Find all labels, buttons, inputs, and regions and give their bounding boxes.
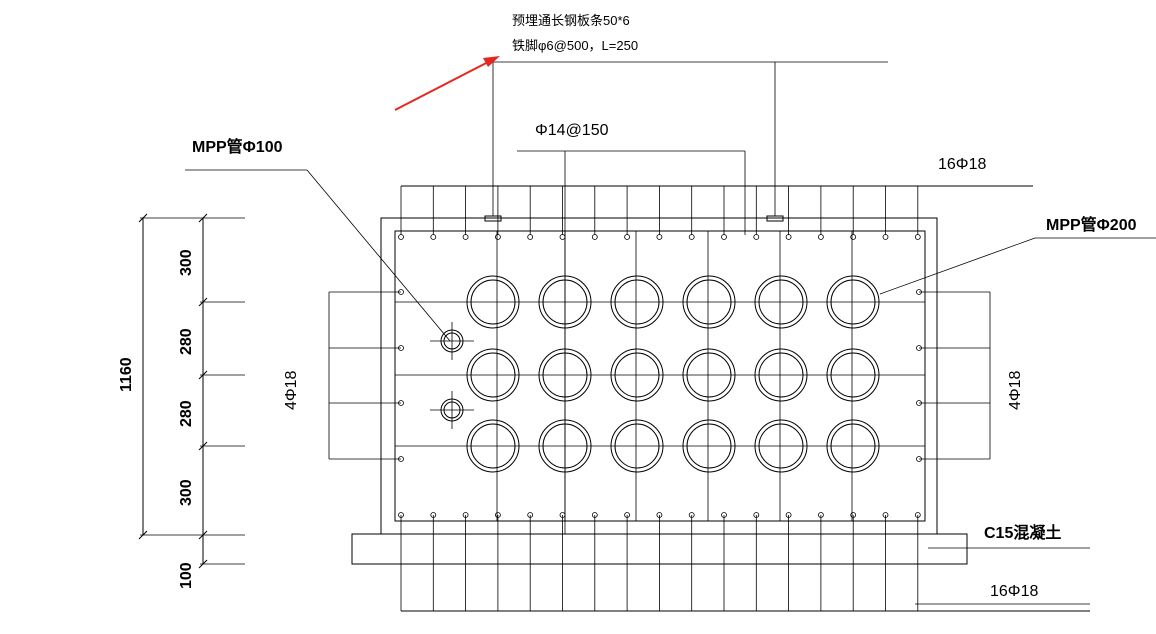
pipe-small-label: MPP管Φ100 [192, 137, 283, 156]
top-rebar-label: 16Φ18 [938, 156, 986, 173]
mpp-pipe-200-inner-r2c2 [614, 423, 660, 469]
rebar-dot-bottom-12 [785, 512, 792, 518]
rebar-dot-top-8 [656, 234, 663, 240]
mpp-pipe-200-outer-r2c3 [682, 419, 736, 473]
mpp-pipe-200-inner-r0c3 [686, 279, 732, 325]
dimension-segment-2: 280 [178, 328, 195, 355]
embedded-plate-label: 预埋通长钢板条50*6 [512, 13, 630, 28]
mpp-pipe-200-outer-r0c5 [826, 275, 880, 329]
mpp-pipe-200-outer-r1c3 [682, 348, 736, 402]
rebar-dot-top-0 [398, 234, 404, 240]
rebar-dot-top-13 [818, 234, 824, 240]
rebar-dot-bottom-8 [656, 512, 663, 518]
mpp-pipe-200-inner-r0c5 [830, 279, 876, 325]
rebar-dot-right-1 [916, 345, 922, 351]
mpp-pipe-200-inner-r0c2 [614, 279, 660, 325]
stirrup-lines [400, 186, 919, 611]
rebar-dot-bottom-10 [721, 512, 727, 518]
mpp-pipe-200-inner-r1c0 [470, 352, 516, 398]
rebar-dot-top-5 [559, 234, 566, 240]
rebar-dot-top-16 [914, 234, 921, 240]
rebar-dot-bottom-6 [591, 512, 598, 518]
rebar-dot-left-1 [398, 345, 404, 351]
right-side-rebar-leaders [919, 291, 991, 460]
rebar-dot-bottom-15 [882, 512, 889, 518]
rebar-dot-bottom-14 [850, 512, 857, 518]
mpp-pipe-100-b [430, 391, 474, 429]
rebar-dot-top-6 [591, 234, 598, 240]
rebar-dot-top-9 [688, 234, 695, 240]
mpp-pipe-200-outer-r2c0 [466, 419, 520, 473]
rebar-dot-bottom-9 [688, 512, 695, 518]
rebar-dot-top-15 [882, 234, 889, 240]
mpp-pipe-200-outer-r0c2 [610, 275, 664, 329]
iron-foot-label: 铁脚φ6@500，L=250 [512, 38, 638, 53]
rebar-cage-outline [394, 230, 926, 522]
concrete-label: C15混凝土 [984, 523, 1061, 542]
mpp-pipe-200-inner-r2c0 [470, 423, 516, 469]
rebar-dot-right-3 [916, 456, 922, 462]
rebar-dot-top-14 [850, 234, 857, 240]
rebar-dot-top-3 [494, 234, 501, 240]
rebar-dot-top-10 [721, 234, 727, 240]
dimension-segment-4: 300 [178, 479, 195, 506]
mpp-pipe-200-inner-r1c5 [830, 352, 876, 398]
rebar-dot-bottom-3 [494, 512, 501, 518]
rebar-dot-bottom-0 [398, 512, 404, 518]
dimension-segment-3: 280 [178, 400, 195, 427]
mpp-pipe-200-outer-r0c0 [466, 275, 520, 329]
mpp-pipe-200-outer-r2c5 [826, 419, 880, 473]
bottom-rebar-label: 16Φ18 [990, 583, 1038, 600]
rebar-dot-right-0 [916, 289, 922, 295]
rebar-dot-top-12 [785, 234, 792, 240]
dimension-chain [138, 213, 245, 569]
rebar-dot-top-1 [430, 234, 437, 240]
mpp-pipe-200-inner-r1c2 [614, 352, 660, 398]
row-lines [395, 301, 925, 447]
mpp-pipe-200-outer-r1c2 [610, 348, 664, 402]
rebar-dot-top-11 [753, 234, 760, 240]
pipe-large-label: MPP管Φ200 [1046, 215, 1137, 234]
rebar-dot-bottom-2 [462, 512, 469, 518]
red-pointer-arrow [394, 56, 500, 111]
mpp-pipe-200-outer-r0c3 [682, 275, 736, 329]
mpp-pipe-200-inner-r2c3 [686, 423, 732, 469]
mpp-pipe-200-outer-r1c0 [466, 348, 520, 402]
rebar-dot-bottom-7 [624, 512, 630, 518]
mpp-pipe-200-inner-r2c5 [830, 423, 876, 469]
rebar-dot-bottom-1 [430, 512, 437, 518]
mpp-pipe-200-inner-r1c3 [686, 352, 732, 398]
mpp-pipe-200-inner-r0c4 [758, 279, 804, 325]
dimension-total: 1160 [118, 357, 135, 392]
rebar-dot-top-7 [624, 234, 630, 240]
rebar-dot-left-0 [398, 289, 404, 295]
rebar-dot-bottom-4 [527, 512, 534, 518]
mpp-pipes-200 [466, 275, 880, 473]
dimension-base: 100 [178, 562, 195, 589]
rebar-dot-left-3 [398, 456, 404, 462]
mpp-pipe-200-outer-r1c4 [754, 348, 808, 402]
side-rebar-right-label: 4Φ18 [1007, 370, 1024, 410]
left-side-rebar-leaders [328, 291, 401, 460]
mpp-pipe-200-outer-r2c4 [754, 419, 808, 473]
rebar-dot-bottom-13 [818, 512, 824, 518]
rebar-dot-top-2 [462, 234, 469, 240]
mpp-pipe-100-a [430, 322, 474, 360]
rebar-dot-right-2 [916, 400, 922, 406]
rebar-dot-bottom-16 [914, 512, 921, 518]
mpp-pipe-200-outer-r2c2 [610, 419, 664, 473]
rebar-dot-top-4 [527, 234, 534, 240]
stirrup-label: Φ14@150 [535, 122, 609, 139]
mpp-pipe-200-outer-r0c4 [754, 275, 808, 329]
rebar-dots [398, 234, 922, 518]
mpp-pipe-200-inner-r2c4 [758, 423, 804, 469]
side-rebar-left-label: 4Φ18 [283, 370, 300, 410]
mpp-pipe-200-inner-r1c4 [758, 352, 804, 398]
mpp-pipe-200-outer-r1c5 [826, 348, 880, 402]
mpp-pipe-200-inner-r0c0 [470, 279, 516, 325]
dimension-segment-1: 300 [178, 249, 195, 276]
rebar-dot-left-2 [398, 400, 404, 406]
rebar-dot-bottom-11 [753, 512, 760, 518]
